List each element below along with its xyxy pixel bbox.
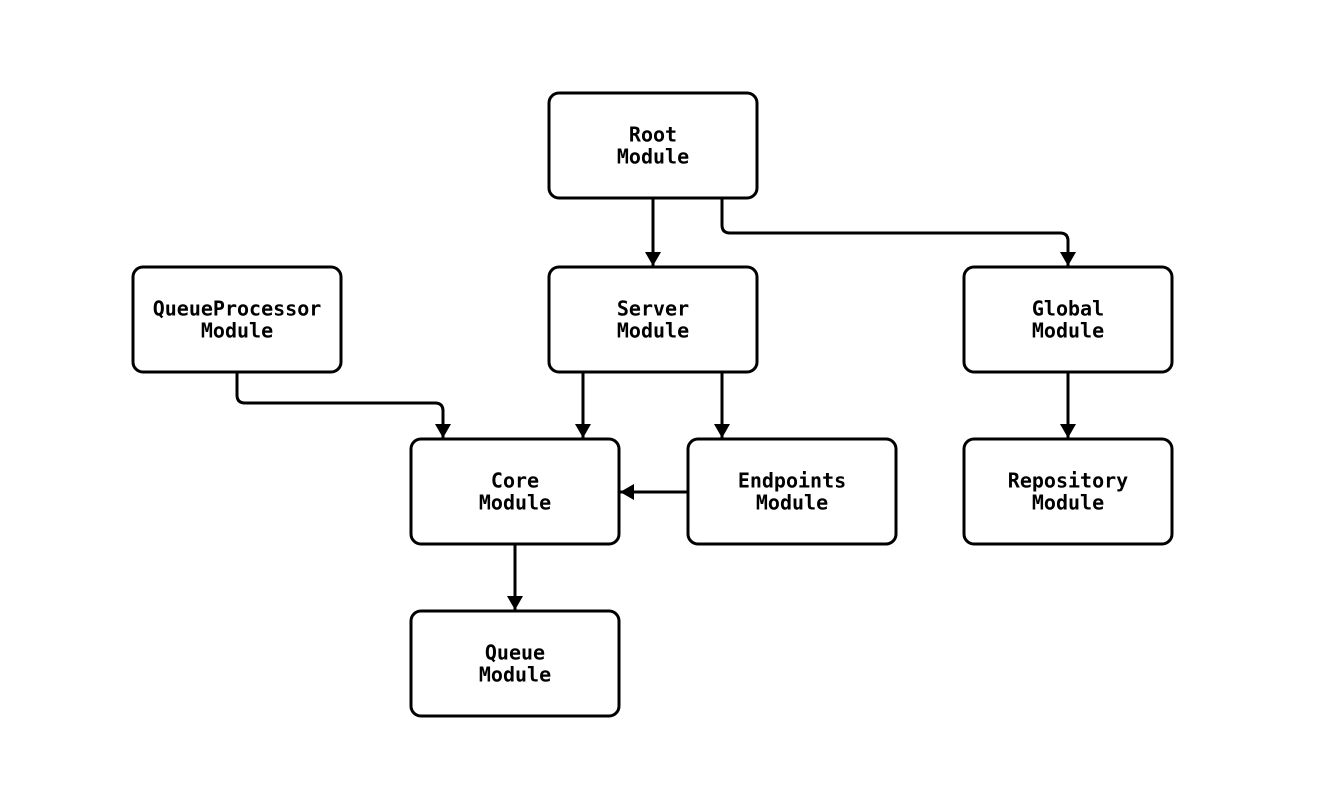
- node-box: [547, 265, 759, 374]
- edges-layer: [235, 198, 1076, 610]
- edge-queueprocessor-to-core: [235, 372, 451, 438]
- node-box: [131, 265, 343, 374]
- node-box: [962, 265, 1174, 374]
- node-box: [547, 91, 759, 200]
- node-box: [409, 609, 621, 718]
- node-box: [409, 437, 621, 546]
- edge-root-to-global: [720, 198, 1076, 266]
- node-box: [962, 437, 1174, 546]
- node-box: [686, 437, 898, 546]
